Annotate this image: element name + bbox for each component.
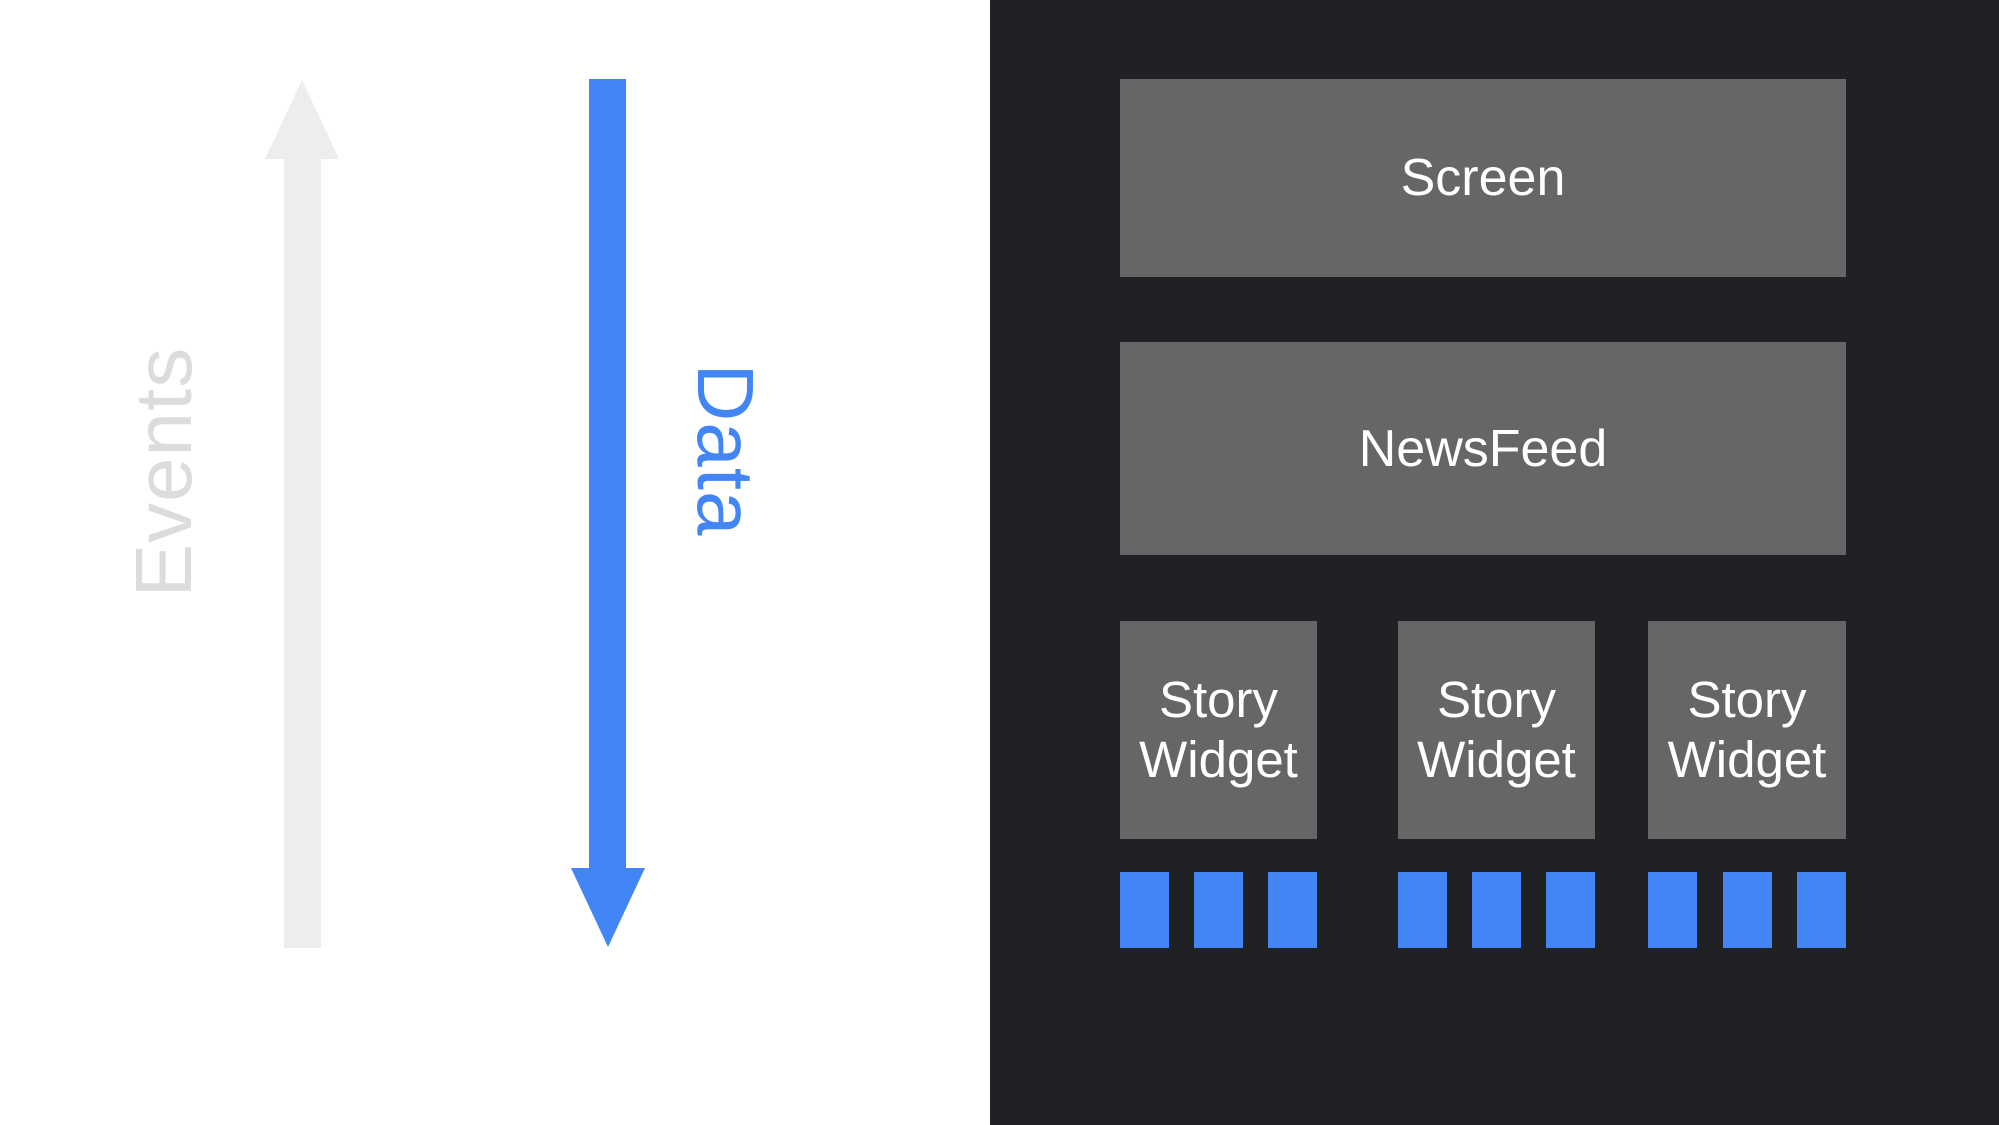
screen-node-label: Screen [1400, 149, 1566, 207]
story-widget-node: Story Widget [1648, 621, 1846, 839]
events-up-arrow-head-icon [265, 80, 339, 159]
data-tile-row [1398, 872, 1595, 948]
story-widget-node-label: Story Widget [1417, 671, 1576, 788]
data-tile-icon [1120, 872, 1169, 948]
story-widget-node: Story Widget [1120, 621, 1317, 839]
newsfeed-node: NewsFeed [1120, 342, 1846, 555]
events-up-arrow-shaft-icon [284, 158, 321, 948]
story-widget-group-2: Story Widget [1398, 621, 1595, 948]
data-tile-row [1648, 872, 1846, 948]
data-tile-icon [1546, 872, 1595, 948]
data-tile-icon [1722, 872, 1772, 948]
newsfeed-node-label: NewsFeed [1358, 419, 1608, 478]
data-tile-icon [1648, 872, 1697, 948]
screen-node: Screen [1120, 79, 1846, 277]
story-widget-node-label: Story Widget [1139, 671, 1298, 788]
story-widget-node: Story Widget [1398, 621, 1595, 839]
data-tile-icon [1194, 872, 1243, 948]
data-down-arrow-shaft-icon [589, 79, 626, 869]
story-widget-group-3: Story Widget [1648, 621, 1846, 948]
data-down-arrow-head-icon [571, 868, 645, 947]
widget-tree-panel: Screen NewsFeed Story Widget Story Widge… [990, 0, 1999, 1125]
data-tile-icon [1472, 872, 1521, 948]
data-tile-icon [1797, 872, 1846, 948]
data-tile-row [1120, 872, 1317, 948]
data-tile-icon [1398, 872, 1447, 948]
data-tile-icon [1268, 872, 1317, 948]
story-widget-group-1: Story Widget [1120, 621, 1317, 948]
events-label: Events [119, 346, 208, 598]
story-widget-node-label: Story Widget [1667, 671, 1827, 788]
data-label: Data [681, 363, 770, 537]
